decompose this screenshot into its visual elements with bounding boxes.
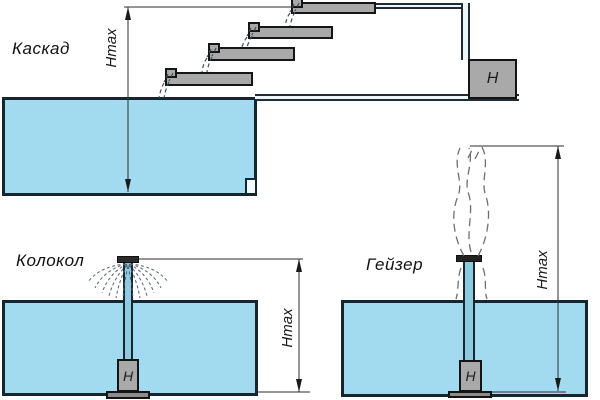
cascade-arrow-up-icon [125,7,131,20]
bell-section-label: Колокол [16,251,85,270]
bell-riser-pipe [123,262,133,360]
cascade-supply-pipe-horizontal [372,3,470,9]
cascade-pump-label: H [486,70,499,87]
bell-arrow-down-icon [296,379,302,392]
cascade-drain-box [245,178,257,195]
cascade-basin [2,97,257,196]
geyser-pump: H [459,360,482,392]
cascade-step-3-lip [208,43,220,53]
geyser-nozzle [456,255,482,262]
bell-nozzle [117,256,139,263]
bell-pump-base [106,391,150,399]
geyser-pump-label: H [465,368,476,384]
cascade-step-2 [248,22,333,39]
cascade-step-1-lip [291,0,303,8]
geyser-arrow-up-icon [555,146,561,159]
geyser-riser-pipe [463,262,475,361]
cascade-ground-line [255,94,519,101]
geyser-pump-base [448,391,492,398]
cascade-section-label: Каскад [12,39,70,58]
bell-pump: H [117,359,139,392]
geyser-section-label: Гейзер [366,255,424,274]
cascade-step-2-lip [248,22,260,32]
cascade-pump: H [468,59,517,99]
cascade-hmax-label: Hmax [103,28,120,68]
bell-arrow-up-icon [296,259,302,272]
bell-hmax-label: Hmax [279,308,296,348]
cascade-step-1 [291,0,376,14]
bell-pump-label: H [122,367,134,384]
cascade-supply-pipe-vertical [461,3,470,60]
cascade-step-4 [165,68,253,86]
geyser-hmax-label: Hmax [534,250,551,290]
cascade-step-3 [208,43,295,61]
cascade-step-4-lip [165,68,177,78]
